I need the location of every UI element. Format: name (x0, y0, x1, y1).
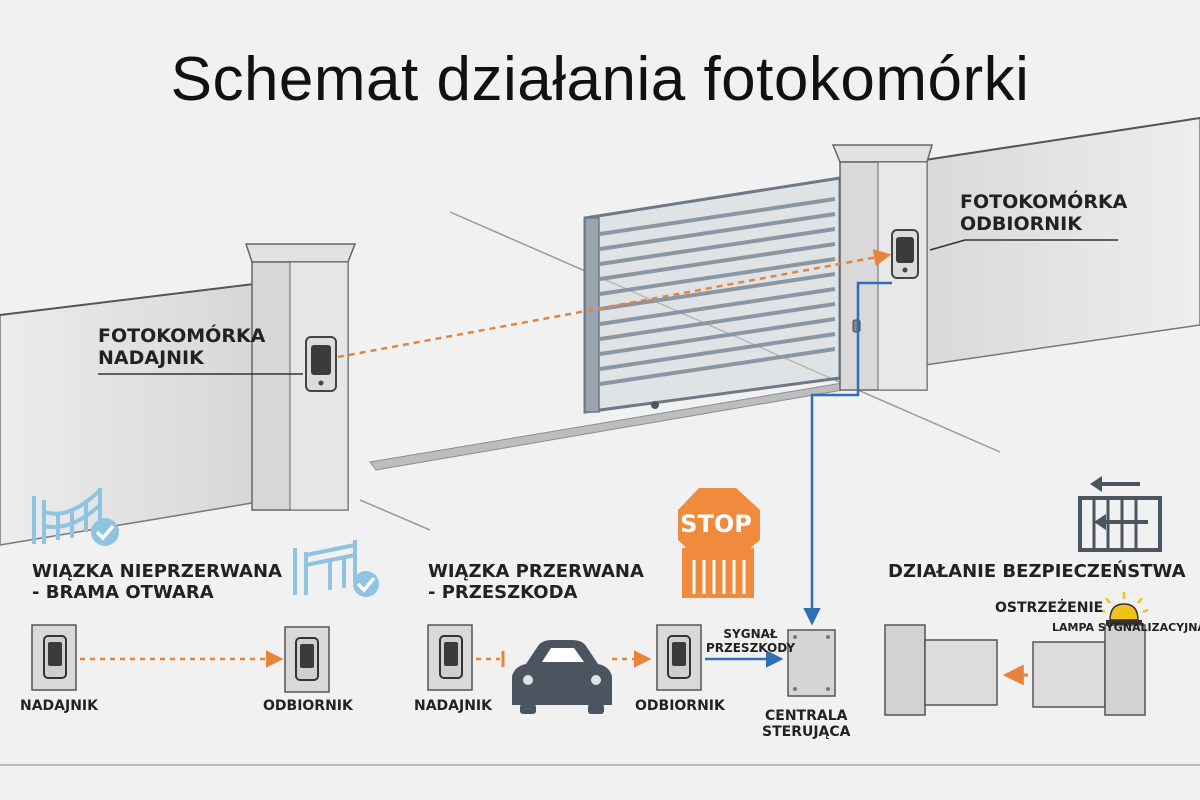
label-line: FOTOKOMÓRKA (960, 191, 1128, 213)
transmitter-device-2 (427, 624, 473, 691)
barrier-open-check-icon (293, 540, 379, 597)
label-line: STERUJĄCA (762, 724, 851, 741)
left-pillar (244, 243, 357, 511)
photocell-beam (337, 248, 892, 359)
safety-gate-pillars (884, 624, 1146, 716)
label-transmitter-2: NADAJNIK (414, 698, 492, 714)
receiver-photocell-icon (891, 229, 919, 279)
label-warning-lamp: LAMPA SYGNALIZACYJNA (1052, 621, 1200, 634)
label-obstacle-signal: SYGNAŁ PRZESZKODY (706, 627, 796, 656)
label-line: WIĄZKA PRZERWANA (428, 561, 644, 582)
receiver-device-1 (284, 626, 330, 693)
stop-sign-text: STOP (680, 510, 752, 538)
label-control-unit: CENTRALA STERUJĄCA (762, 708, 851, 740)
label-line: CENTRALA (765, 708, 848, 724)
car-icon (512, 640, 612, 714)
label-line: ODBIORNIK (960, 212, 1082, 235)
sliding-gate-arrow-icon (1078, 476, 1162, 552)
label-warning: OSTRZEŻENIE (995, 600, 1104, 616)
gate-open-check-icon (32, 488, 119, 546)
signal-wire (803, 281, 892, 626)
control-unit-box (787, 629, 836, 697)
label-line: FOTOKOMÓRKA (98, 325, 266, 347)
label-line: - BRAMA OTWARA (32, 581, 214, 603)
transmitter-device-1 (31, 624, 77, 691)
stop-sign-icon (678, 488, 760, 598)
label-transmitter-top: FOTOKOMÓRKA NADAJNIK (98, 325, 266, 370)
transmitter-photocell-icon (305, 336, 337, 392)
label-receiver-2: ODBIORNIK (635, 698, 725, 714)
label-line: SYGNAŁ (723, 627, 778, 641)
label-line: PRZESZKODY (706, 640, 796, 655)
label-receiver-1: ODBIORNIK (263, 698, 353, 714)
leader-line-receiver-a (929, 239, 966, 251)
label-receiver-top: FOTOKOMÓRKA ODBIORNIK (960, 191, 1128, 236)
left-wall (0, 281, 271, 546)
page-title: Schemat działania fotokomórki (170, 45, 1030, 114)
label-line: WIĄZKA NIEPRZERWANA (32, 561, 282, 582)
label-safety: DZIAŁANIE BEZPIECZEŃSTWA (888, 561, 1186, 582)
receiver-device-2 (656, 624, 702, 691)
sliding-gate (583, 176, 842, 414)
label-line: NADAJNIK (98, 346, 204, 369)
label-transmitter-1: NADAJNIK (20, 698, 98, 714)
warning-lamp-icon (1099, 592, 1149, 625)
label-beam-interrupted: WIĄZKA PRZERWANA - PRZESZKODA (428, 561, 644, 603)
label-line: - PRZESZKODA (428, 581, 578, 603)
right-wall (924, 117, 1200, 366)
label-beam-uninterrupted: WIĄZKA NIEPRZERWANA - BRAMA OTWARA (32, 561, 282, 603)
